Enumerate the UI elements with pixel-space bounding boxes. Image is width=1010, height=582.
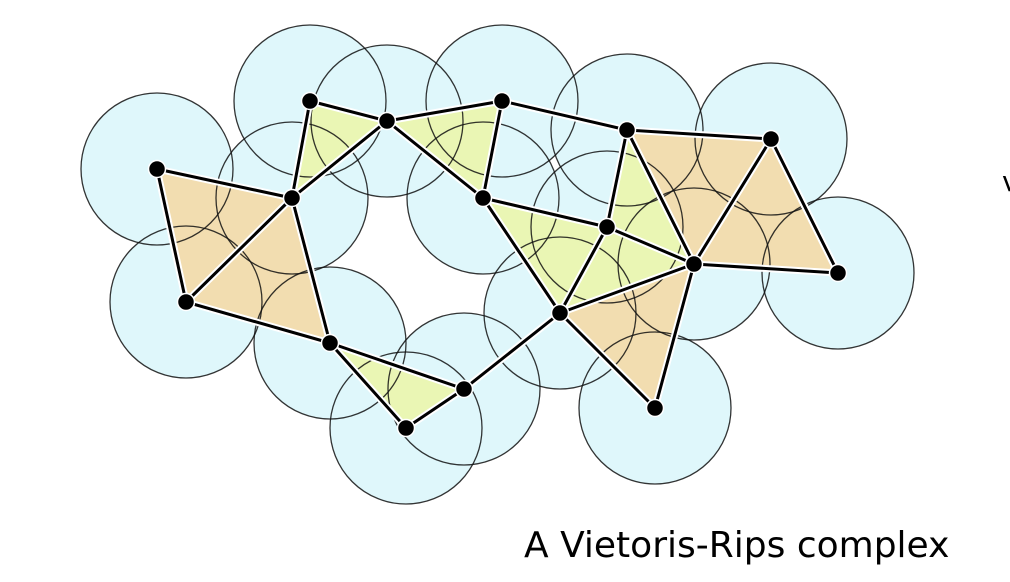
vertex-11 xyxy=(828,263,848,283)
edge-0 xyxy=(155,167,294,200)
edge-18 xyxy=(769,137,840,275)
edge-10 xyxy=(481,99,504,200)
triangle-yellow-2 xyxy=(483,198,607,313)
vertex-3 xyxy=(300,91,320,111)
triangle-yellow-3 xyxy=(607,130,694,264)
edge-3 xyxy=(290,99,312,200)
edge-15 xyxy=(605,128,629,229)
edge-14 xyxy=(625,128,773,141)
ball-outline-16 xyxy=(329,351,483,505)
ball-outline-12 xyxy=(483,236,637,390)
ball-outline-6 xyxy=(406,121,560,275)
edge-28 xyxy=(404,387,466,430)
vertex-12 xyxy=(550,303,570,323)
ball-outline-5 xyxy=(425,24,579,178)
edge-26 xyxy=(328,341,466,391)
vertex-9 xyxy=(597,217,617,237)
edge-11 xyxy=(500,99,629,132)
edge-2 xyxy=(184,196,294,304)
ball-outline-1 xyxy=(215,121,369,275)
edge-27 xyxy=(328,341,408,430)
ball-outline-13 xyxy=(578,331,732,485)
edge-12 xyxy=(481,196,609,229)
vertex-1 xyxy=(282,188,302,208)
vertex-5 xyxy=(492,91,512,111)
edge-22 xyxy=(558,262,696,315)
ball-outline-9 xyxy=(530,150,684,304)
vertex-8 xyxy=(761,129,781,149)
vertex-10 xyxy=(684,254,704,274)
ball-outline-15 xyxy=(387,312,541,466)
vertex-16 xyxy=(396,418,416,438)
edges-layer xyxy=(153,97,842,432)
vertex-2 xyxy=(176,292,196,312)
triangle-orange-3 xyxy=(694,139,838,273)
edge-21 xyxy=(558,225,609,315)
cropped-text-fragment: v xyxy=(1002,168,1010,196)
triangle-yellow-1 xyxy=(387,101,502,198)
edge-13 xyxy=(481,196,562,315)
edge-17 xyxy=(692,137,773,266)
edge-6 xyxy=(184,300,332,345)
triangle-orange-1 xyxy=(186,198,330,343)
edge-25 xyxy=(462,311,562,391)
vertex-4 xyxy=(377,111,397,131)
edge-20 xyxy=(605,225,696,266)
vertex-7 xyxy=(617,120,637,140)
edge-8 xyxy=(385,99,504,123)
triangle-orange-4 xyxy=(560,264,694,408)
triangle-orange-0 xyxy=(157,169,292,302)
triangle-orange-2 xyxy=(627,130,771,264)
edge-7 xyxy=(308,99,389,123)
edge-9 xyxy=(385,119,485,200)
ball-outline-4 xyxy=(310,44,464,198)
edge-24 xyxy=(558,311,657,410)
figure-caption: A Vietoris-Rips complex xyxy=(524,525,950,566)
ball-outlines-layer xyxy=(80,24,915,505)
vertex-6 xyxy=(473,188,493,208)
vertex-14 xyxy=(320,333,340,353)
ball-outline-3 xyxy=(233,24,387,178)
ball-outline-11 xyxy=(761,196,915,350)
ball-outline-2 xyxy=(109,225,263,379)
triangle-yellow-4 xyxy=(560,227,694,313)
edge-5 xyxy=(290,196,332,345)
edge-23 xyxy=(653,262,696,410)
vertex-15 xyxy=(454,379,474,399)
edge-4 xyxy=(290,119,389,200)
ball-outline-0 xyxy=(80,92,234,246)
vertex-0 xyxy=(147,159,167,179)
edge-16 xyxy=(625,128,696,266)
vertex-13 xyxy=(645,398,665,418)
ball-outline-7 xyxy=(550,53,704,207)
edge-1 xyxy=(155,167,188,304)
ball-outline-8 xyxy=(694,62,848,216)
vertices-layer xyxy=(147,91,848,438)
edge-19 xyxy=(692,262,840,275)
